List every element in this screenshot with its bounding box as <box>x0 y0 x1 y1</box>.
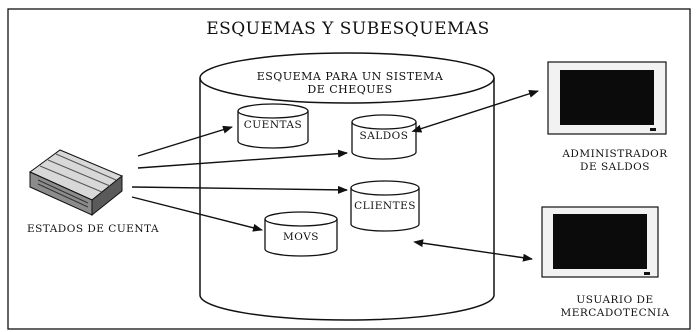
movs-cylinder <box>264 211 338 257</box>
admin-label: ADMINISTRADOR DE SALDOS <box>540 148 690 174</box>
estados-de-cuenta-label: ESTADOS DE CUENTA <box>26 223 160 235</box>
printer-icon <box>29 149 123 217</box>
clientes-label: CLIENTES <box>354 200 416 212</box>
monitor-admin-icon <box>547 61 667 135</box>
main-schema-label: ESQUEMA PARA UN SISTEMA DE CHEQUES <box>200 70 500 96</box>
arrow-to-saldos <box>137 149 348 169</box>
marketing-user-label-line2: MERCADOTECNIA <box>560 307 670 319</box>
main-schema-label-line2: DE CHEQUES <box>307 83 393 96</box>
outer-frame <box>7 8 691 330</box>
arrow-marketing-link <box>413 239 533 262</box>
clientes-cylinder <box>350 180 420 232</box>
arrow-to-movs <box>131 196 263 232</box>
admin-label-line2: DE SALDOS <box>580 161 650 173</box>
arrow-to-cuentas <box>137 125 233 157</box>
page-title: ESQUEMAS Y SUBESQUEMAS <box>206 19 490 39</box>
movs-label: MOVS <box>283 231 319 243</box>
main-schema-label-line1: ESQUEMA PARA UN SISTEMA <box>256 70 444 83</box>
marketing-user-label-line1: USUARIO DE <box>576 294 654 306</box>
arrow-admin-link <box>411 89 539 133</box>
monitor-marketing-icon <box>541 206 659 278</box>
saldos-label: SALDOS <box>359 130 409 142</box>
cuentas-cylinder <box>237 103 309 149</box>
marketing-user-label: USUARIO DE MERCADOTECNIA <box>540 294 690 320</box>
admin-label-line1: ADMINISTRADOR <box>562 148 668 160</box>
arrow-to-clientes <box>131 185 348 194</box>
cuentas-label: CUENTAS <box>243 119 303 131</box>
